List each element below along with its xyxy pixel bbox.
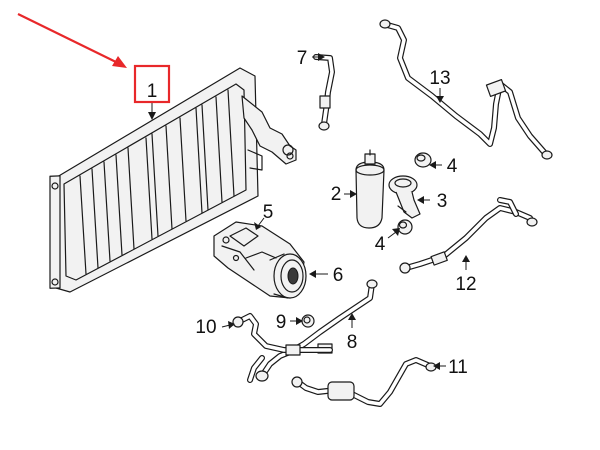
hose-line-12 xyxy=(399,197,538,274)
hose-line-7 xyxy=(313,54,335,131)
callout-12: 12 xyxy=(455,274,476,295)
callout-13: 13 xyxy=(429,68,450,89)
pulley-hub xyxy=(287,267,299,285)
callout-labels: 1 2 3 4 4 5 6 7 8 9 10 11 12 13 xyxy=(147,48,477,378)
condenser-fitting-port xyxy=(282,144,294,156)
highlight-arrow xyxy=(17,13,119,64)
receiver-drier-part xyxy=(355,149,385,229)
bracket-arm xyxy=(395,191,421,219)
callout-5: 5 xyxy=(263,202,274,223)
line-11-muffler xyxy=(327,381,355,401)
callout-9: 9 xyxy=(276,312,287,333)
callout-10: 10 xyxy=(195,317,216,338)
condenser-mount-bottom xyxy=(51,278,59,286)
callout-2: 2 xyxy=(331,184,342,205)
hose-line-13 xyxy=(379,19,553,160)
condenser-left-tank xyxy=(49,175,61,289)
fitting-part-9 xyxy=(301,314,315,328)
condenser-part xyxy=(49,67,297,293)
drier-body xyxy=(355,161,385,229)
cap-upper-part xyxy=(414,152,432,168)
compressor-head xyxy=(229,227,259,247)
condenser-fitting-bracket xyxy=(241,95,297,165)
callout-11: 11 xyxy=(448,357,468,378)
highlight-box xyxy=(133,64,171,104)
condenser-core xyxy=(63,83,247,281)
callout-4-lower: 4 xyxy=(375,234,386,255)
callout-3: 3 xyxy=(437,191,448,212)
callout-1: 1 xyxy=(147,81,158,102)
condenser-fins xyxy=(79,89,235,275)
callout-7: 7 xyxy=(297,48,308,69)
hose-line-10 xyxy=(232,313,333,383)
hose-line-11 xyxy=(291,357,437,407)
callout-4-upper: 4 xyxy=(447,156,458,177)
compressor-part xyxy=(213,221,307,299)
condenser-lower-fitting xyxy=(247,149,263,171)
highlight-arrowhead xyxy=(112,56,127,68)
drier-bracket-part xyxy=(388,175,421,219)
highlight-overlay xyxy=(17,13,171,104)
callout-8: 8 xyxy=(347,332,358,353)
callout-6: 6 xyxy=(333,265,344,286)
leader-lines xyxy=(148,53,470,370)
condenser-mount-top xyxy=(51,182,59,190)
cap-lower-part xyxy=(397,219,413,235)
